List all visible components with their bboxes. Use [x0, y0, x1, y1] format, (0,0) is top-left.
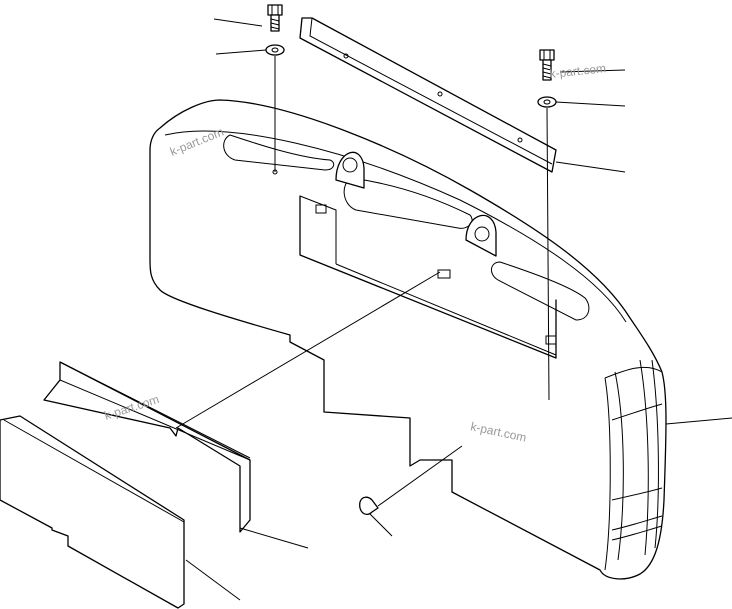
cover-panel-lower — [0, 415, 185, 609]
washer-left — [265, 44, 285, 56]
bolt-right — [539, 49, 555, 81]
washer-right — [537, 96, 557, 108]
watermark: k-part.com — [549, 61, 607, 81]
bolt-left — [267, 4, 283, 32]
counterweight — [149, 99, 667, 580]
bracket-plate — [299, 17, 557, 173]
wire-connector — [359, 445, 463, 516]
leader-lines — [185, 18, 732, 601]
cover-panel-upper — [43, 361, 251, 533]
